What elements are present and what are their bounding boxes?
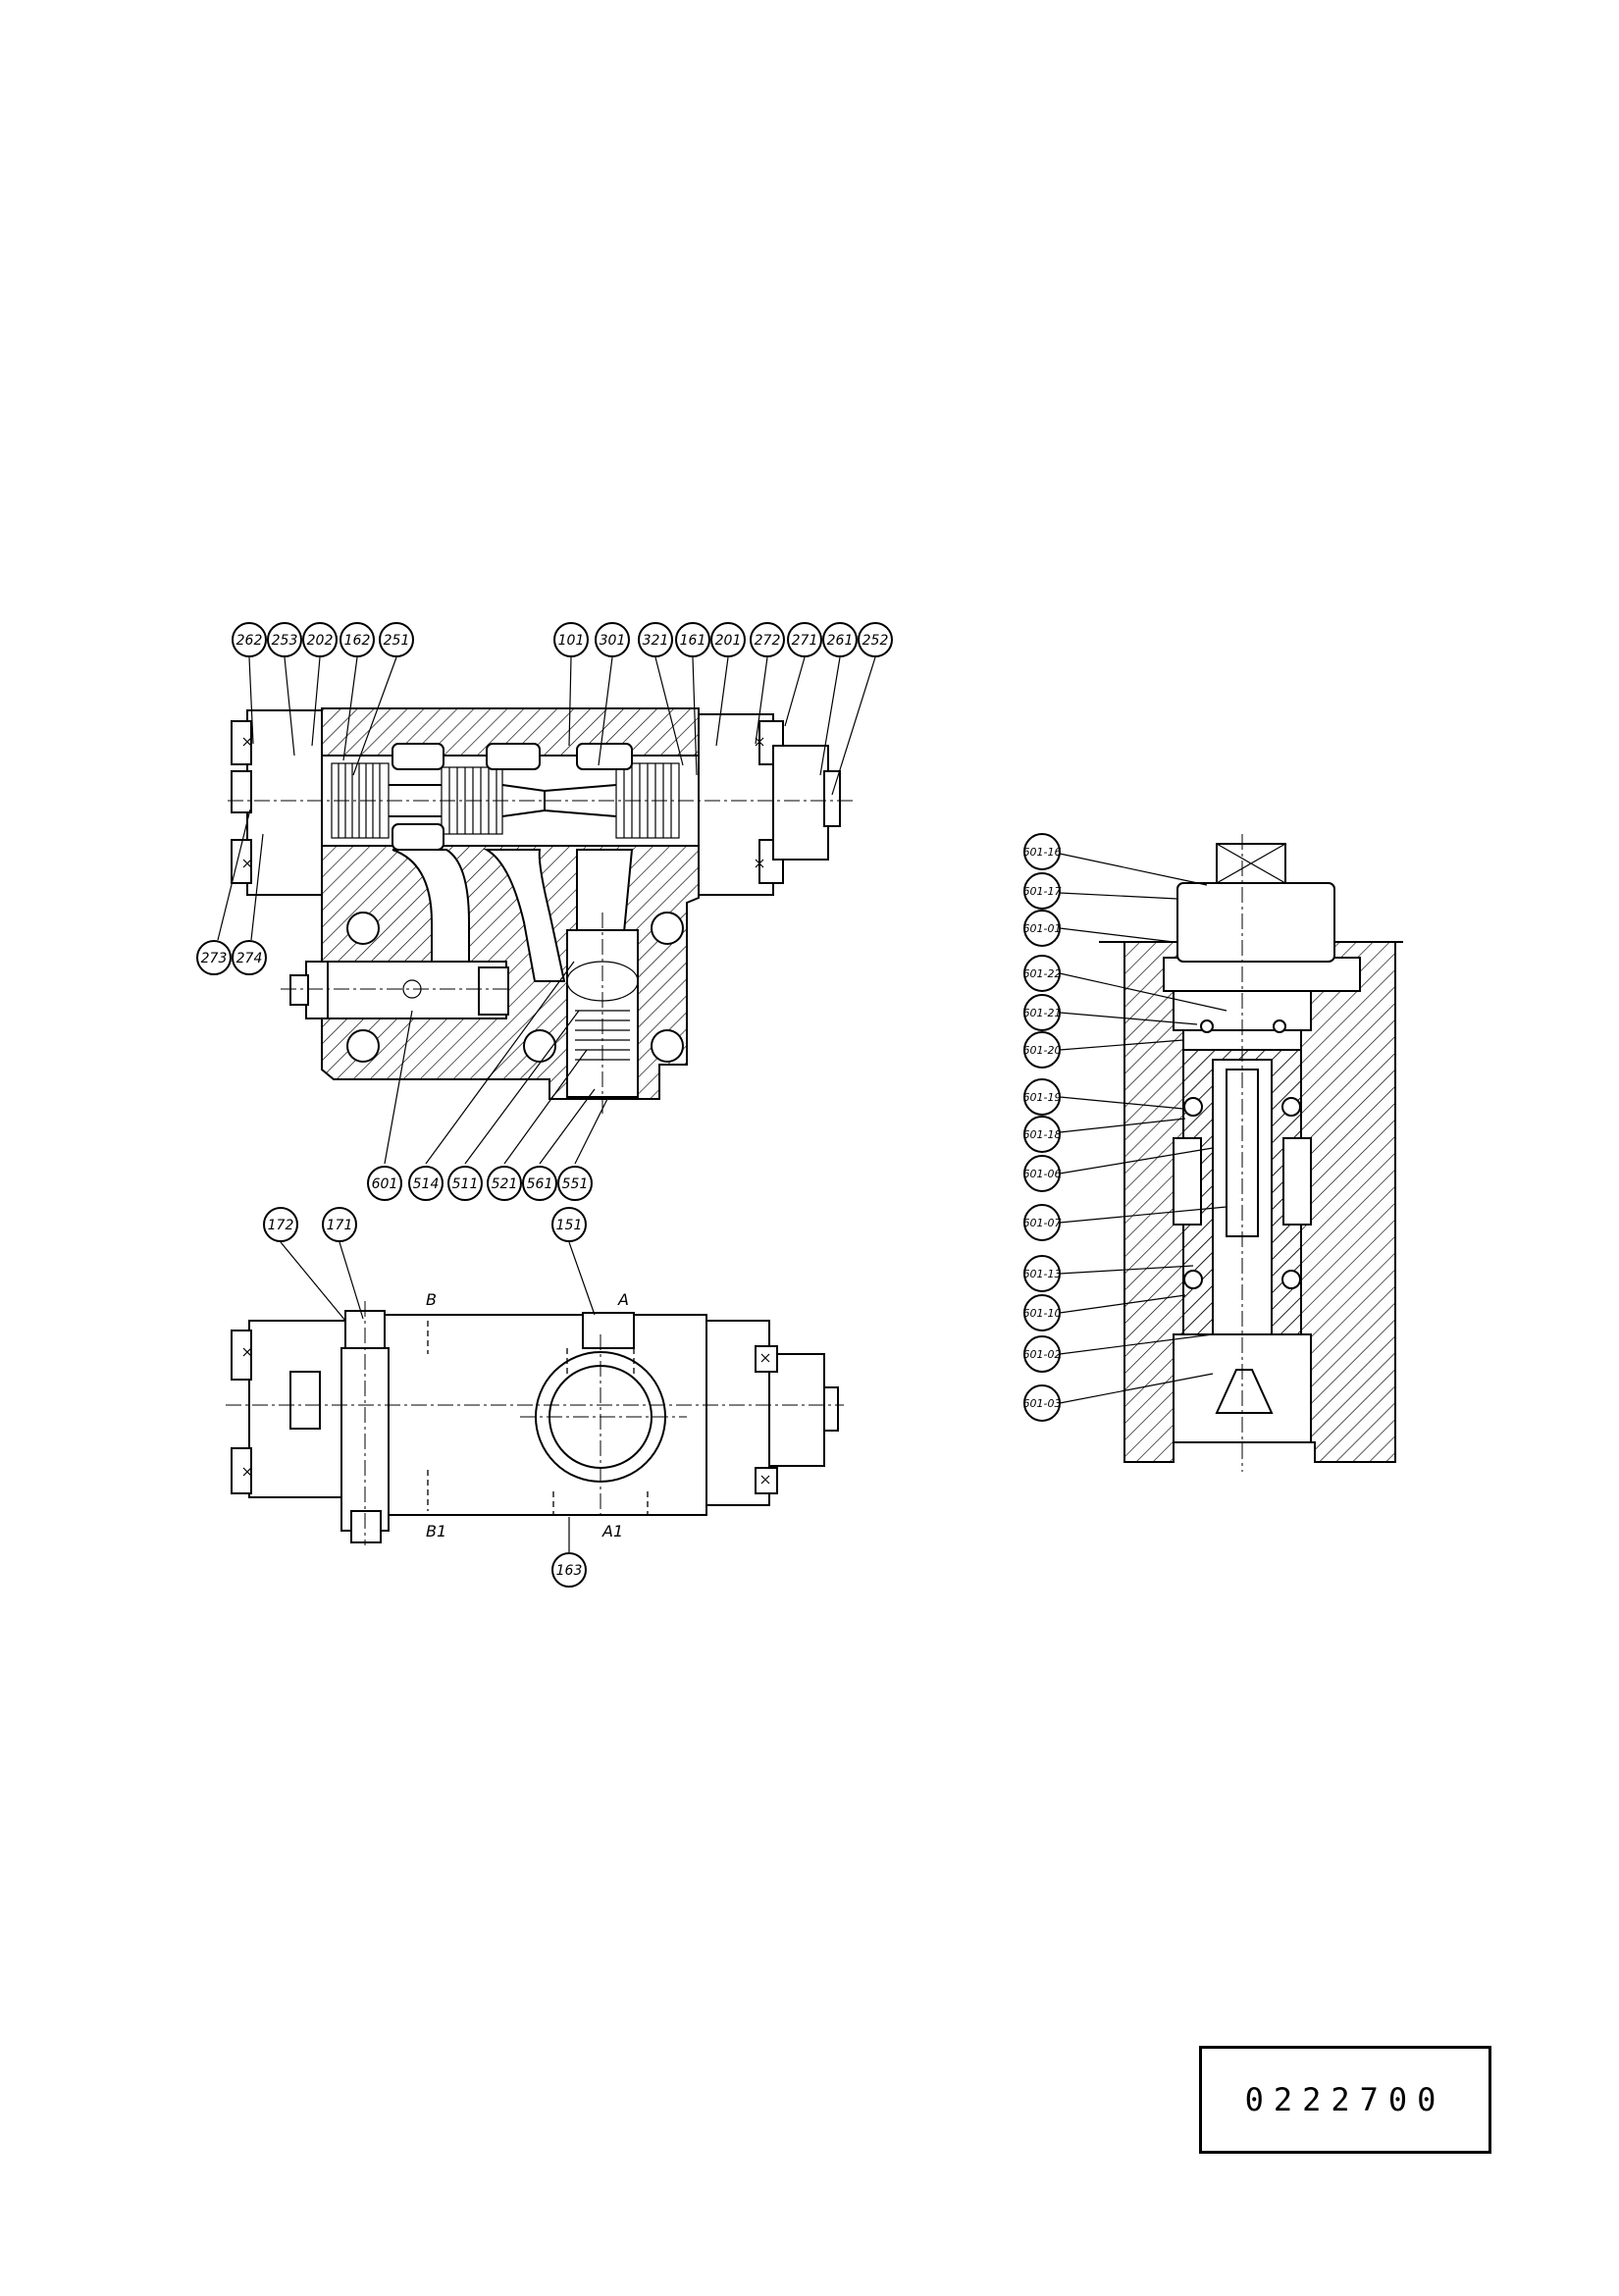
balloon-271: 271 (787, 622, 822, 657)
svg-text:251: 251 (384, 633, 410, 649)
svg-text:252: 252 (862, 633, 889, 649)
svg-text:321: 321 (643, 633, 669, 649)
balloon-161: 161 (675, 622, 710, 657)
svg-text:601-20: 601-20 (1023, 1044, 1062, 1057)
balloon-561: 561 (522, 1166, 557, 1201)
svg-text:162: 162 (344, 633, 371, 649)
svg-text:601-06: 601-06 (1023, 1168, 1062, 1180)
document-number: 0222700 (1244, 2081, 1446, 2118)
balloon-172: 172 (263, 1207, 298, 1242)
svg-text:514: 514 (413, 1176, 440, 1192)
balloon-163: 163 (551, 1552, 587, 1588)
balloon-162: 162 (339, 622, 375, 657)
svg-text:271: 271 (792, 633, 818, 649)
balloon-252: 252 (858, 622, 893, 657)
port-label-b1: B1 (426, 1522, 446, 1540)
side-view (226, 1241, 844, 1552)
svg-text:601-02: 601-02 (1023, 1348, 1062, 1361)
document-number-box: 0222700 (1199, 2046, 1491, 2154)
balloon-551: 551 (557, 1166, 593, 1201)
balloon-601-13: 601-13 (1023, 1255, 1062, 1292)
balloon-601-03: 601-03 (1023, 1384, 1062, 1422)
svg-text:171: 171 (327, 1218, 353, 1233)
side-view-balloons: 172 171 151 163 B A B1 A1 (263, 1207, 629, 1588)
balloon-601-01: 601-01 (1023, 910, 1062, 947)
balloon-601: 601 (367, 1166, 402, 1201)
svg-text:601-17: 601-17 (1023, 885, 1062, 898)
svg-text:274: 274 (236, 951, 263, 966)
svg-text:273: 273 (201, 951, 228, 966)
balloon-272: 272 (750, 622, 785, 657)
svg-text:101: 101 (558, 633, 585, 649)
balloon-514: 514 (408, 1166, 444, 1201)
top-view-balloons: 262 253 202 162 251 101 301 321 161 201 … (196, 622, 893, 1201)
port-label-a1: A1 (601, 1522, 623, 1540)
svg-text:551: 551 (562, 1176, 589, 1192)
svg-text:262: 262 (236, 633, 263, 649)
svg-text:601-22: 601-22 (1023, 967, 1062, 980)
balloon-202: 202 (302, 622, 338, 657)
balloon-301: 301 (595, 622, 630, 657)
balloon-253: 253 (267, 622, 302, 657)
balloon-601-22: 601-22 (1023, 955, 1062, 992)
balloon-251: 251 (379, 622, 414, 657)
svg-text:561: 561 (527, 1176, 553, 1192)
port-label-b: B (426, 1290, 437, 1309)
balloon-601-16: 601-16 (1023, 833, 1062, 870)
detail-view (1059, 834, 1403, 1472)
balloon-261: 261 (822, 622, 858, 657)
balloon-601-21: 601-21 (1023, 994, 1062, 1031)
svg-text:163: 163 (556, 1563, 583, 1579)
svg-text:253: 253 (272, 633, 298, 649)
port-label-a: A (617, 1290, 629, 1309)
svg-text:511: 511 (452, 1176, 479, 1192)
balloon-151: 151 (551, 1207, 587, 1242)
balloon-201: 201 (710, 622, 746, 657)
svg-text:261: 261 (827, 633, 854, 649)
balloon-601-07: 601-07 (1023, 1204, 1062, 1241)
svg-text:601-13: 601-13 (1023, 1268, 1062, 1280)
svg-text:601-03: 601-03 (1023, 1397, 1062, 1410)
balloon-601-19: 601-19 (1023, 1078, 1062, 1116)
svg-text:601-01: 601-01 (1023, 922, 1062, 935)
svg-text:151: 151 (556, 1218, 583, 1233)
svg-text:521: 521 (492, 1176, 518, 1192)
balloon-601-20: 601-20 (1023, 1031, 1062, 1069)
detail-view-balloons: 601-16 601-17 601-01 601-22 601-21 601-2… (1023, 833, 1062, 1422)
balloon-521: 521 (487, 1166, 522, 1201)
svg-text:601: 601 (372, 1176, 398, 1192)
svg-text:272: 272 (755, 633, 781, 649)
svg-text:161: 161 (680, 633, 706, 649)
balloon-274: 274 (232, 940, 267, 975)
balloon-601-18: 601-18 (1023, 1116, 1062, 1153)
svg-text:601-19: 601-19 (1023, 1091, 1062, 1104)
svg-text:601-10: 601-10 (1023, 1307, 1062, 1320)
balloon-601-10: 601-10 (1023, 1294, 1062, 1331)
balloon-101: 101 (553, 622, 589, 657)
svg-text:201: 201 (715, 633, 742, 649)
svg-text:601-18: 601-18 (1023, 1128, 1062, 1141)
svg-text:202: 202 (307, 633, 334, 649)
balloon-601-06: 601-06 (1023, 1155, 1062, 1192)
svg-text:601-21: 601-21 (1023, 1007, 1062, 1019)
balloon-273: 273 (196, 940, 232, 975)
balloon-171: 171 (322, 1207, 357, 1242)
balloon-601-02: 601-02 (1023, 1335, 1062, 1373)
balloon-601-17: 601-17 (1023, 872, 1062, 910)
balloon-511: 511 (447, 1166, 483, 1201)
svg-text:301: 301 (600, 633, 626, 649)
balloon-262: 262 (232, 622, 267, 657)
svg-text:601-07: 601-07 (1023, 1217, 1062, 1229)
svg-text:601-16: 601-16 (1023, 846, 1062, 859)
top-section-view (217, 656, 876, 1165)
balloon-321: 321 (638, 622, 673, 657)
svg-text:172: 172 (268, 1218, 294, 1233)
